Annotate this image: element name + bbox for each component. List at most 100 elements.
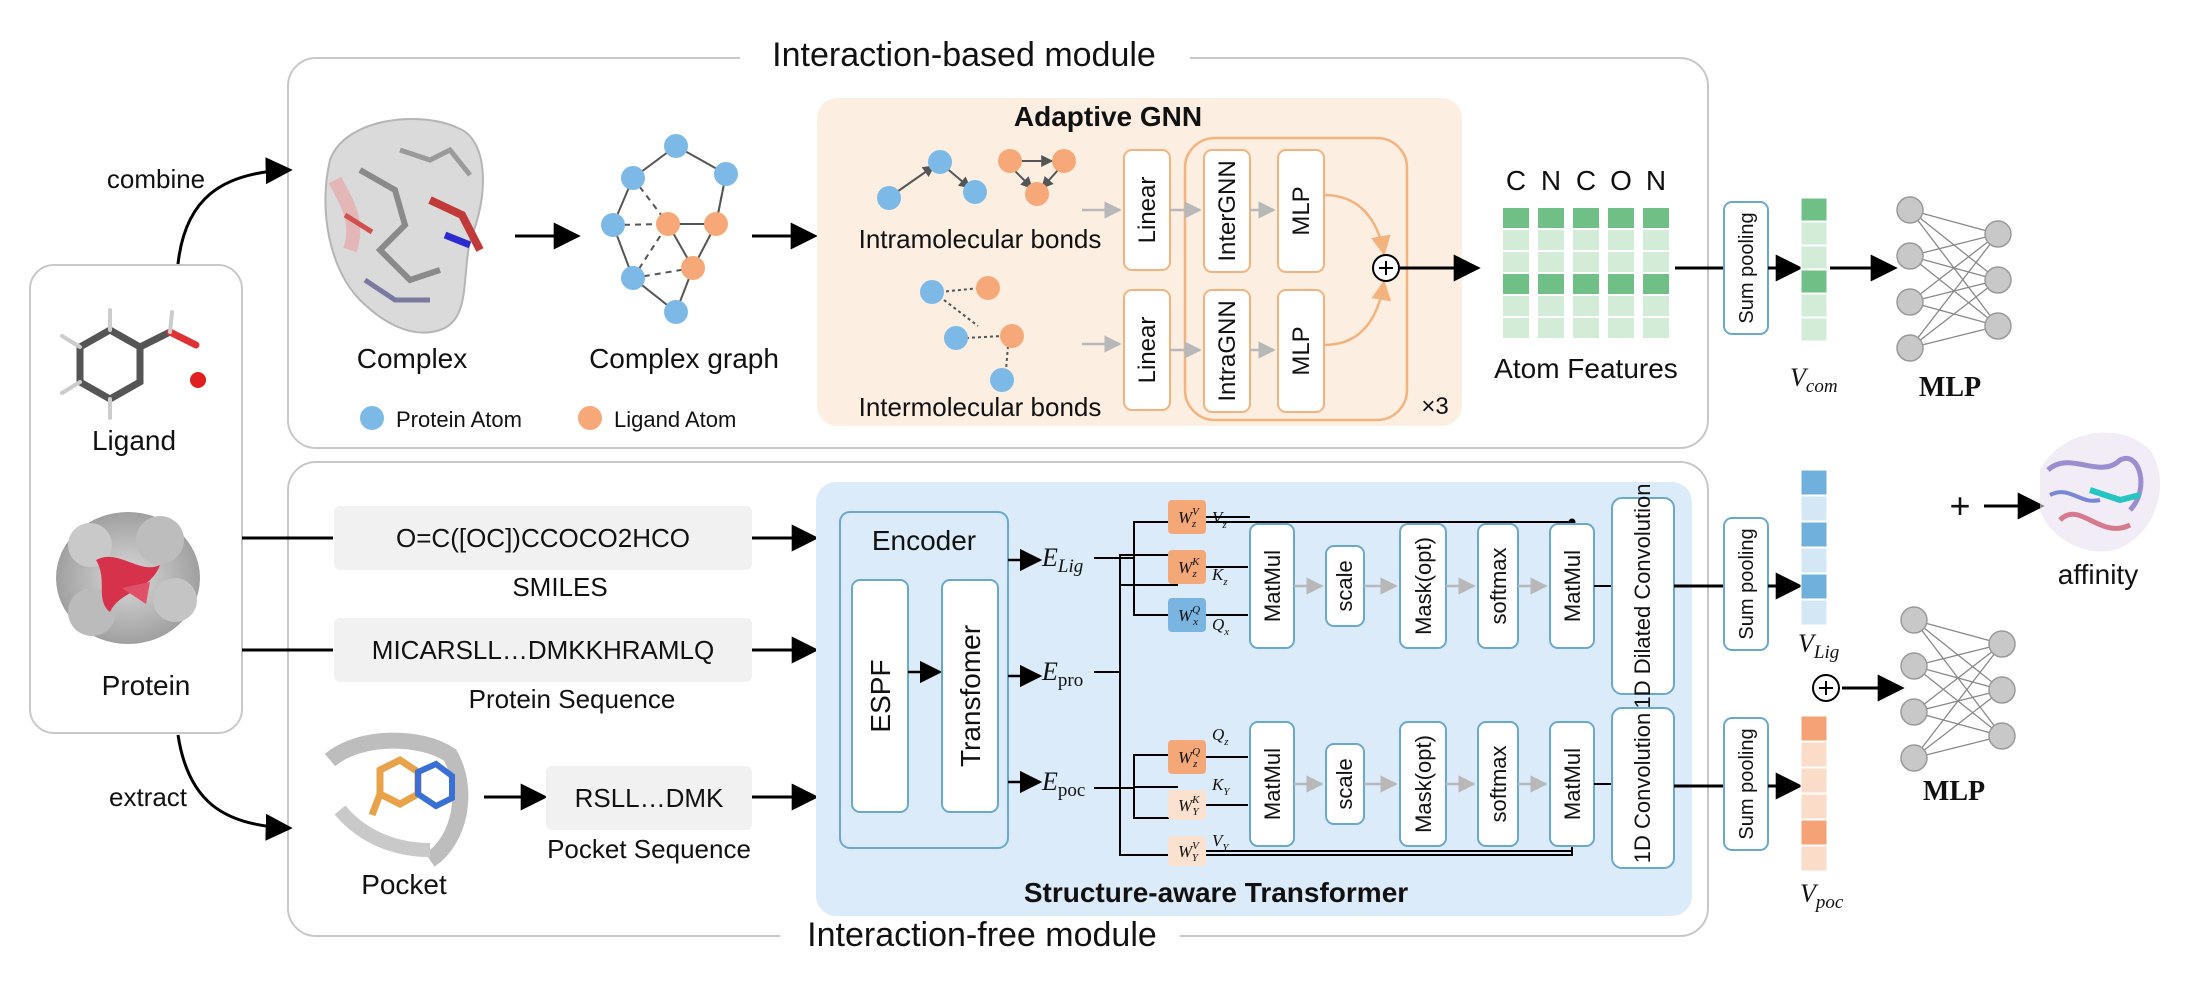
mlp-node bbox=[1900, 744, 1928, 772]
graph-ligand-node bbox=[704, 212, 728, 236]
espf-box bbox=[851, 579, 909, 813]
vector-cell bbox=[1800, 767, 1828, 794]
plus-sign: + bbox=[1949, 485, 1970, 526]
extract-label: extract bbox=[109, 782, 188, 812]
atom-feature-cell bbox=[1503, 230, 1529, 250]
atom-feature-cell bbox=[1503, 274, 1529, 294]
vector-cell bbox=[1800, 221, 1828, 246]
attention-input-label: VY bbox=[1212, 831, 1230, 854]
mlp-node bbox=[1896, 334, 1924, 362]
smiles-box bbox=[334, 506, 752, 570]
vector-cell bbox=[1800, 741, 1828, 768]
atom-letter: N bbox=[1646, 165, 1666, 196]
vector-cell bbox=[1800, 293, 1828, 318]
atom-letter: N bbox=[1541, 165, 1561, 196]
ligand-molecule-image bbox=[60, 308, 200, 420]
weight-box-wqz bbox=[1168, 740, 1206, 774]
intra-gnn-label: IntraGNN bbox=[1214, 300, 1241, 401]
mlp-box-top bbox=[1277, 149, 1325, 273]
transformer-label: Transfomer bbox=[955, 625, 986, 767]
mlp-head-label-bottom: MLP bbox=[1923, 776, 1985, 807]
vector-cell bbox=[1800, 599, 1828, 626]
intermolecular-bonds-label: Intermolecular bonds bbox=[859, 392, 1102, 422]
vector-cell bbox=[1800, 715, 1828, 742]
atom-feature-cell bbox=[1643, 318, 1669, 338]
sum-pooling-label-poc: Sum pooling bbox=[1736, 728, 1758, 839]
weight-box-wky bbox=[1168, 790, 1206, 820]
atom-feature-cell bbox=[1503, 252, 1529, 272]
espf-label: ESPF bbox=[865, 659, 896, 732]
ligand-atom-legend-icon bbox=[578, 406, 602, 430]
graph-protein-node bbox=[621, 166, 645, 190]
sum-pooling-box-poc bbox=[1723, 717, 1769, 851]
sum-pooling-label-top: Sum pooling bbox=[1736, 212, 1758, 323]
interaction-free-title: Interaction-free module bbox=[807, 916, 1157, 954]
v-poc-vector bbox=[1800, 715, 1828, 872]
protein-atom-legend-icon bbox=[360, 406, 384, 430]
matmul-label-bottom-1: MatMul bbox=[1260, 748, 1285, 820]
complex-graph-label: Complex graph bbox=[589, 343, 779, 374]
mlp-network-icon bbox=[1900, 606, 2016, 772]
vector-cell bbox=[1800, 521, 1828, 548]
v-lig-vector bbox=[1800, 469, 1828, 626]
mlp-node bbox=[1896, 196, 1924, 224]
atom-letters: C N C O N bbox=[1506, 165, 1666, 196]
weight-box-wqx bbox=[1168, 598, 1206, 632]
atom-feature-cell bbox=[1573, 318, 1599, 338]
graph-protein-node bbox=[621, 266, 645, 290]
transformer-box bbox=[941, 579, 999, 813]
linear-label-top: Linear bbox=[1134, 177, 1161, 244]
vector-cell bbox=[1800, 547, 1828, 574]
sum-pooling-box-lig bbox=[1723, 517, 1769, 651]
atom-feature-cell bbox=[1538, 296, 1564, 316]
attention-input-label: KY bbox=[1211, 775, 1231, 798]
vector-cell bbox=[1800, 469, 1828, 496]
complex-label: Complex bbox=[357, 343, 467, 374]
v-poc-label: Vpoc bbox=[1800, 879, 1844, 913]
atom-feature-cell bbox=[1503, 296, 1529, 316]
mlp-node bbox=[1984, 220, 2012, 248]
atom-feature-cell bbox=[1643, 252, 1669, 272]
linear-label-bottom: Linear bbox=[1134, 317, 1161, 384]
combine-arrow bbox=[176, 157, 293, 265]
sum-pooling-label-lig: Sum pooling bbox=[1736, 528, 1758, 639]
combine-label: combine bbox=[107, 164, 205, 194]
atom-feature-cell bbox=[1643, 208, 1669, 228]
atom-feature-cell bbox=[1538, 274, 1564, 294]
inter-gnn-label: InterGNN bbox=[1214, 160, 1241, 261]
atom-features-label: Atom Features bbox=[1494, 353, 1678, 384]
atom-feature-cell bbox=[1538, 208, 1564, 228]
atom-feature-cell bbox=[1503, 208, 1529, 228]
atom-feature-cell bbox=[1573, 296, 1599, 316]
vector-cell bbox=[1800, 245, 1828, 270]
atom-feature-cell bbox=[1608, 252, 1634, 272]
weight-box-wvz bbox=[1168, 500, 1206, 534]
mlp-node bbox=[1988, 676, 2016, 704]
graph-protein-node bbox=[714, 162, 738, 186]
pocket-label: Pocket bbox=[361, 869, 447, 900]
atom-feature-cell bbox=[1643, 230, 1669, 250]
atom-feature-cell bbox=[1503, 318, 1529, 338]
intermolecular-bonds-icon bbox=[939, 287, 1009, 371]
vector-cell bbox=[1800, 495, 1828, 522]
atom-feature-cell bbox=[1608, 318, 1634, 338]
weight-box-wkz bbox=[1168, 550, 1206, 584]
atom-feature-cell bbox=[1538, 230, 1564, 250]
atom-features-grid bbox=[1503, 208, 1669, 338]
affinity-label: affinity bbox=[2058, 559, 2138, 590]
intramolecular-bonds-icon bbox=[877, 149, 1076, 210]
pocket-sequence-label: Pocket Sequence bbox=[547, 834, 751, 864]
graph-protein-node bbox=[664, 300, 688, 324]
extract-arrow bbox=[176, 734, 293, 841]
atom-feature-cell bbox=[1573, 230, 1599, 250]
encoder-label: Encoder bbox=[872, 525, 976, 556]
vector-cell bbox=[1800, 197, 1828, 222]
e-poc-label: Epoc bbox=[1041, 767, 1085, 801]
matmul-label-top-1: MatMul bbox=[1260, 550, 1285, 622]
